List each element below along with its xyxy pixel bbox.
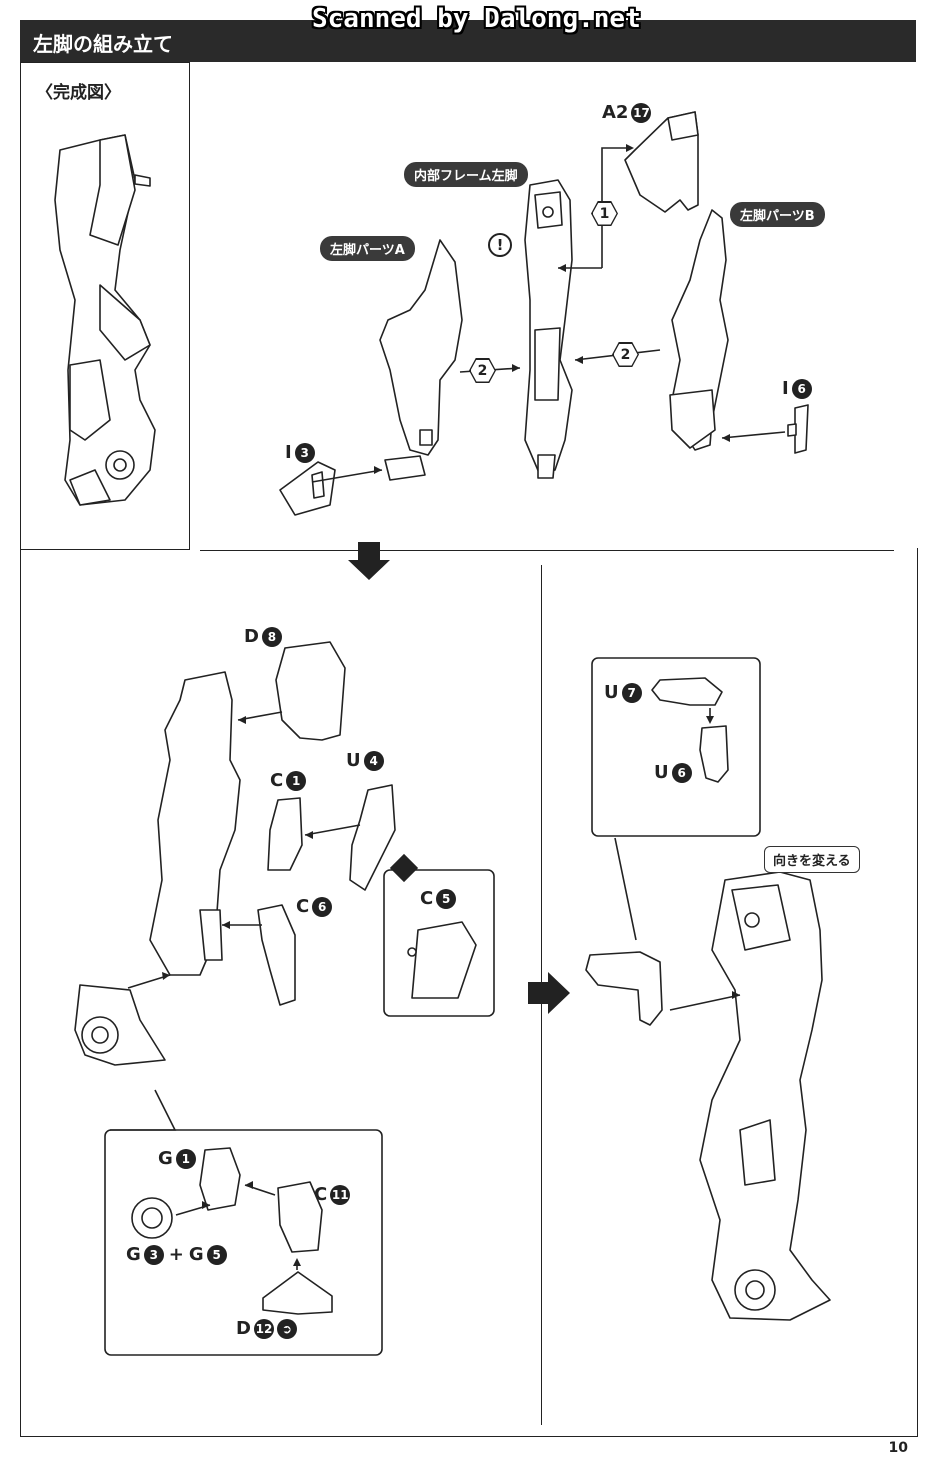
- part-number-badge: 5: [206, 1244, 227, 1265]
- part-number-badge: 11: [330, 1184, 351, 1205]
- rotated-leg-assembly-drawing: [699, 871, 831, 1321]
- part-number-badge: 1: [286, 770, 307, 791]
- c5-callout-box: [383, 869, 495, 1017]
- part-c6-drawing: [257, 904, 296, 1006]
- part-number-badge: 12: [253, 1318, 274, 1339]
- right-block-arrow: [528, 972, 570, 1014]
- lower-leg-assembly-drawing: [74, 671, 241, 1066]
- part-u7-drawing: [651, 677, 723, 706]
- label-change-direction: 向きを変える: [764, 846, 860, 873]
- leg-part-a-drawing: [379, 239, 463, 481]
- label-leg-part-b: 左脚パーツB: [730, 202, 825, 227]
- paint-icon: ➲: [276, 1318, 297, 1339]
- part-c1-drawing: [267, 797, 303, 871]
- part-number-badge: 7: [621, 682, 642, 703]
- down-block-arrow: [348, 542, 390, 580]
- part-number-badge: 17: [631, 102, 652, 123]
- part-number-badge: 3: [294, 442, 315, 463]
- completed-view-label: 〈完成図〉: [36, 83, 121, 103]
- part-d12-drawing: [262, 1271, 333, 1315]
- step-marker-2-left: 2: [469, 358, 496, 383]
- part-number-badge: 6: [671, 762, 692, 783]
- part-u4-drawing: [349, 784, 396, 891]
- step-marker-1: 1: [591, 201, 618, 226]
- part-number-badge: 1: [175, 1148, 196, 1169]
- inner-frame-drawing: [524, 179, 573, 479]
- page-frame: [20, 548, 918, 1437]
- part-label-u4: U 4: [346, 750, 384, 771]
- part-label-c11: C 11: [314, 1184, 351, 1205]
- part-u-assembly-drawing: [585, 951, 663, 1026]
- part-label-a2-17: A2 17: [602, 102, 652, 123]
- part-label-u7: U 7: [604, 682, 642, 703]
- top-divider: [200, 550, 894, 551]
- part-label-c1: C 1: [270, 770, 307, 791]
- part-label-u6: U 6: [654, 762, 692, 783]
- part-i6-drawing: [794, 404, 809, 454]
- completed-leg-figure: [54, 134, 156, 506]
- part-number-badge: 4: [363, 750, 384, 771]
- part-i3-drawing: [279, 461, 336, 516]
- attention-icon: !: [488, 233, 512, 257]
- part-label-i3: I 3: [285, 442, 315, 463]
- page-number: 10: [888, 1440, 908, 1456]
- part-c5-drawing: [411, 921, 477, 999]
- part-number-badge: 3: [143, 1244, 164, 1265]
- step-marker-2-right: 2: [612, 342, 639, 367]
- part-g1-drawing: [199, 1147, 241, 1211]
- part-label-i6: I 6: [782, 378, 812, 399]
- part-c11-drawing: [277, 1181, 323, 1253]
- wheel-callout-box: [104, 1129, 383, 1356]
- section-title: 左脚の組み立て: [33, 32, 173, 56]
- part-label-d8: D 8: [244, 626, 282, 647]
- part-u6-drawing: [699, 725, 729, 783]
- part-label-c5: C 5: [420, 888, 457, 909]
- part-label-d12: D 12 ➲: [236, 1318, 297, 1339]
- leg-part-b-drawing: [669, 209, 729, 451]
- part-d8-drawing: [275, 641, 346, 741]
- label-leg-part-a: 左脚パーツA: [320, 236, 415, 261]
- completed-view-frame: [20, 62, 190, 550]
- part-label-g3-plus-g5: G 3 + G 5: [126, 1244, 227, 1265]
- label-inner-frame: 内部フレーム左脚: [404, 162, 528, 187]
- part-number-badge: 5: [436, 888, 457, 909]
- part-label-g1: G 1: [158, 1148, 196, 1169]
- part-number-badge: 8: [261, 626, 282, 647]
- part-label-c6: C 6: [296, 896, 333, 917]
- u-parts-callout-box: [591, 657, 761, 837]
- section-header-bar: [20, 20, 916, 62]
- part-number-badge: 6: [791, 378, 812, 399]
- part-number-badge: 6: [312, 896, 333, 917]
- scan-watermark: Scanned by Dalong.net: [312, 4, 641, 34]
